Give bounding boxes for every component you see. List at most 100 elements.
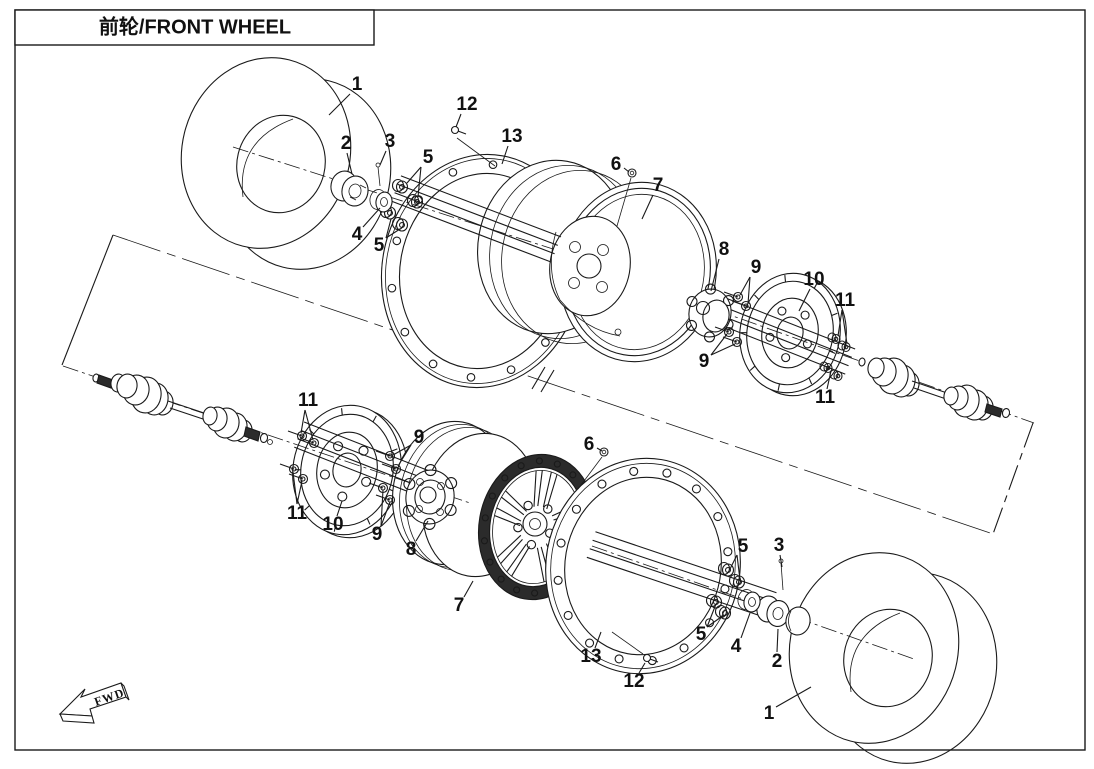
stud-bolt-lower bbox=[375, 450, 396, 462]
callout-10: 10 bbox=[803, 269, 824, 290]
callout-leader bbox=[397, 444, 412, 467]
callout-7: 7 bbox=[454, 595, 465, 616]
lug-nut-lower bbox=[717, 561, 735, 577]
callout-leader bbox=[739, 276, 751, 296]
section-frame bbox=[61, 234, 1034, 535]
callout-11: 11 bbox=[815, 387, 836, 408]
callout-9: 9 bbox=[372, 524, 383, 545]
cv-axle-left bbox=[92, 373, 273, 445]
callout-11: 11 bbox=[298, 390, 319, 411]
ring-screw-upper bbox=[450, 125, 467, 135]
beadlock-ring-lower bbox=[545, 457, 741, 675]
stud-bolt-lower bbox=[381, 463, 402, 475]
callout-leader bbox=[837, 309, 843, 337]
disc-nut-upper bbox=[819, 361, 833, 374]
callout-leader bbox=[596, 447, 603, 452]
callout-leader bbox=[638, 662, 646, 674]
callout-leader bbox=[706, 603, 717, 628]
callout-leader bbox=[501, 145, 509, 165]
callout-1: 1 bbox=[352, 74, 363, 95]
callout-leader bbox=[740, 612, 751, 639]
callout-leader bbox=[385, 218, 392, 239]
break-mark bbox=[540, 369, 555, 393]
wheel-hub-lower bbox=[402, 464, 458, 530]
callout-4: 4 bbox=[731, 636, 742, 657]
wheel-hub-upper bbox=[685, 283, 735, 343]
callout-13: 13 bbox=[580, 646, 601, 667]
disc-nut-upper bbox=[837, 340, 851, 353]
callout-leader bbox=[710, 343, 736, 356]
callout-leader bbox=[328, 93, 351, 116]
callout-12: 12 bbox=[456, 94, 477, 115]
stud-bolt-upper bbox=[723, 291, 744, 303]
stud-bolt-upper bbox=[714, 326, 735, 338]
callout-7: 7 bbox=[653, 175, 664, 196]
lug-nut-upper bbox=[391, 216, 409, 232]
callout-2: 2 bbox=[772, 651, 783, 672]
callout-leader bbox=[380, 501, 391, 527]
callout-leader bbox=[392, 444, 412, 456]
lug-nut-upper bbox=[406, 193, 424, 209]
page-border bbox=[14, 9, 1086, 751]
disc-bolt-lower bbox=[299, 437, 320, 449]
stud-bolt-upper bbox=[731, 300, 752, 312]
callout-leader bbox=[385, 228, 401, 239]
callout-leader bbox=[623, 167, 630, 173]
callout-6: 6 bbox=[611, 154, 622, 175]
callout-9: 9 bbox=[414, 427, 425, 448]
callout-leader bbox=[747, 276, 751, 305]
callout-8: 8 bbox=[406, 539, 417, 560]
disc-nut-upper bbox=[827, 332, 841, 345]
washer-upper bbox=[369, 189, 393, 213]
callout-9: 9 bbox=[699, 351, 710, 372]
ring-screw-lower bbox=[642, 653, 659, 663]
disc-bolt-lower bbox=[288, 473, 309, 485]
callout-1: 1 bbox=[764, 703, 775, 724]
callout-leader bbox=[417, 166, 422, 198]
callout-10: 10 bbox=[322, 514, 343, 535]
callout-leader bbox=[826, 370, 832, 390]
callout-leader bbox=[706, 614, 725, 628]
callout-leader bbox=[292, 471, 298, 505]
callout-2: 2 bbox=[341, 133, 352, 154]
callout-4: 4 bbox=[352, 224, 363, 245]
break-mark bbox=[531, 366, 546, 390]
valve-stem-lower bbox=[599, 447, 609, 457]
callout-leader bbox=[729, 554, 738, 570]
callout-leader bbox=[336, 500, 343, 517]
callout-leader bbox=[736, 554, 741, 581]
disc-bolt-lower bbox=[279, 463, 300, 475]
axis-lines bbox=[62, 137, 1035, 660]
lug-nut-lower bbox=[714, 604, 732, 620]
callout-11: 11 bbox=[835, 290, 856, 311]
callout-6: 6 bbox=[584, 434, 595, 455]
callout-leader bbox=[463, 580, 474, 598]
lug-nut-upper bbox=[391, 178, 409, 194]
cv-axle-right bbox=[858, 357, 1011, 421]
callout-5: 5 bbox=[696, 624, 707, 645]
callout-leader bbox=[776, 628, 779, 653]
stud-bolt-upper bbox=[722, 336, 743, 348]
callout-leader bbox=[779, 554, 783, 568]
callout-leader bbox=[296, 480, 303, 505]
callout-13: 13 bbox=[501, 126, 522, 147]
callout-leader bbox=[380, 489, 384, 527]
hub-cap-upper bbox=[330, 170, 369, 207]
callout-5: 5 bbox=[423, 147, 434, 168]
callout-leader bbox=[455, 113, 462, 128]
callout-leader bbox=[798, 288, 811, 312]
callout-3: 3 bbox=[385, 131, 396, 152]
callout-3: 3 bbox=[774, 535, 785, 556]
washer-lower bbox=[737, 589, 761, 613]
disc-bolt-lower bbox=[287, 430, 308, 442]
fwd-arrow: FWD bbox=[58, 682, 130, 724]
hub-cap-lower bbox=[756, 595, 811, 636]
callout-leader bbox=[641, 194, 654, 220]
callout-leader bbox=[379, 150, 387, 166]
callout-8: 8 bbox=[719, 239, 730, 260]
title-box bbox=[14, 9, 375, 46]
callout-leader bbox=[362, 207, 381, 228]
callout-leader bbox=[594, 631, 602, 649]
tire-lower bbox=[788, 552, 998, 764]
